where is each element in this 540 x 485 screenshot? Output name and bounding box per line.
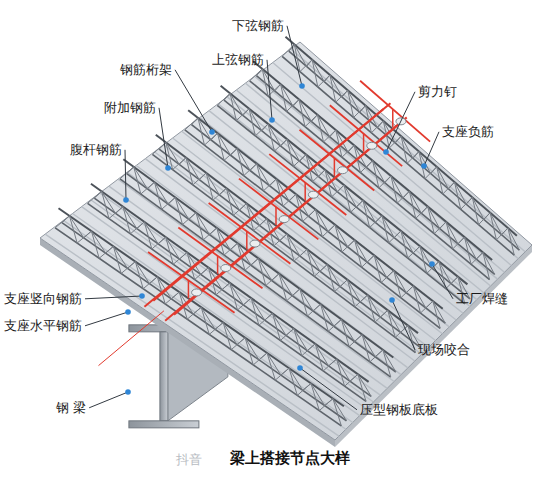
rebar-truss: [55, 37, 519, 426]
part-label: 支座竖向钢筋: [4, 291, 82, 307]
leader-line: [432, 264, 453, 299]
leader-dot: [165, 165, 171, 171]
leader-dot: [389, 297, 395, 303]
leader-dot: [125, 389, 131, 395]
leader-dot: [209, 129, 215, 135]
watermark: 抖音: [176, 452, 202, 468]
part-label: 钢筋桁架: [120, 62, 172, 78]
leader-line: [300, 368, 357, 410]
leader-line: [287, 26, 302, 86]
part-label: 支座水平钢筋: [4, 318, 82, 334]
leader-dot: [297, 365, 303, 371]
leader-dot: [125, 309, 131, 315]
leader-dot: [299, 83, 305, 89]
part-label: 现场咬合: [418, 342, 470, 358]
leader-dot: [269, 117, 275, 123]
support-bars: [99, 81, 431, 366]
leader-line: [89, 392, 128, 408]
part-label: 附加钢筋: [104, 100, 156, 116]
leader-dot: [123, 197, 129, 203]
leader-dot: [139, 293, 145, 299]
title: 梁上搭接节点大样: [230, 449, 350, 468]
leader-line: [386, 92, 415, 152]
leader-dot: [429, 261, 435, 267]
part-label: 压型钢板底板: [360, 402, 438, 418]
part-label: 工厂焊缝: [456, 291, 508, 307]
leader-line: [392, 300, 415, 350]
leader-line: [125, 150, 126, 200]
part-label: 下弦钢筋: [232, 18, 284, 34]
leader-line: [267, 60, 272, 120]
leader-line: [85, 312, 128, 326]
shear-studs: [192, 118, 406, 296]
leader-lines: [85, 26, 453, 410]
part-label: 钢 梁: [56, 400, 86, 416]
deck-plate: [40, 42, 532, 447]
leader-dot: [383, 149, 389, 155]
leader-dot: [421, 163, 427, 169]
part-label: 支座负筋: [442, 124, 494, 140]
part-label: 上弦钢筋: [212, 52, 264, 68]
leader-line: [424, 132, 439, 166]
part-label: 剪力钉: [418, 84, 457, 100]
leader-line: [159, 108, 168, 168]
leader-line: [175, 70, 212, 132]
leader-line: [85, 296, 142, 299]
part-label: 腹杆钢筋: [70, 142, 122, 158]
